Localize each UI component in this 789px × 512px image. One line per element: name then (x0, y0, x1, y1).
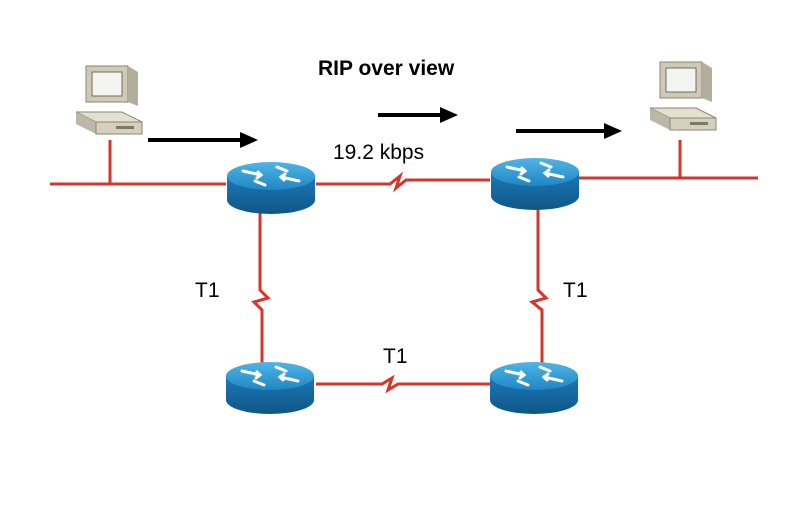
arrow-icon (378, 107, 458, 123)
top-serial-link (316, 171, 490, 193)
arrow-icon (148, 132, 258, 148)
computer-icon (75, 65, 143, 135)
right-t1-link (528, 208, 549, 370)
top-link-label: 19.2 kbps (333, 141, 425, 164)
router-icon (225, 160, 317, 216)
computer-icon (649, 61, 717, 131)
router-icon (489, 156, 581, 212)
bottom-t1-link (316, 374, 492, 394)
router-icon (488, 360, 580, 416)
router-icon (224, 360, 316, 416)
arrow-icon (516, 123, 622, 139)
diagram-title: RIP over view (318, 57, 455, 80)
left-link-label: T1 (195, 279, 220, 302)
right-link-label: T1 (563, 279, 588, 302)
bottom-link-label: T1 (383, 345, 408, 368)
left-t1-link (251, 212, 271, 370)
